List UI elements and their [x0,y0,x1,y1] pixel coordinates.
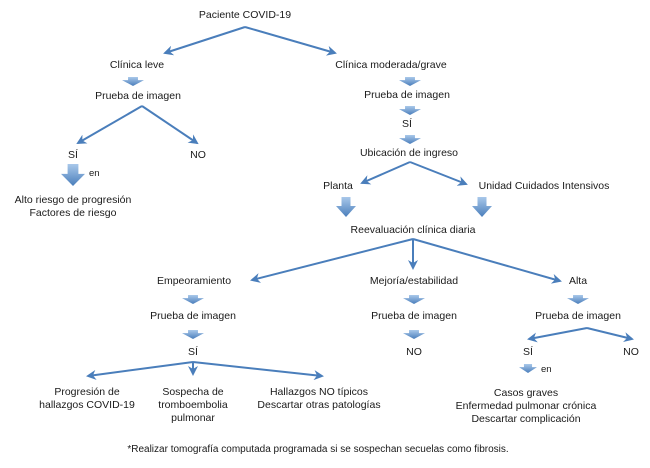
node-mild: Clínica leve [109,59,165,71]
node-improvement-imaging: Prueba de imagen [371,310,457,322]
arrow-root-to-mild [163,26,246,56]
block-arrow-discharge-yes-en [519,364,537,373]
arrow-root-to-moderate [244,26,337,56]
arrow-mild-imaging-to-no [141,105,199,145]
mild-yes-case: Factores de riesgo [29,207,117,219]
worsening-outcome: Descartar otras patologías [257,399,381,411]
node-discharge-no: NO [623,346,639,358]
worsening-outcome: pulmonar [171,412,215,424]
node-moderate-yes: SÍ [402,118,412,130]
block-arrow-yes-to-admission [399,135,421,144]
node-icu: Unidad Cuidados Intensivos [478,180,610,192]
en-label: en [89,168,100,179]
block-arrow-imaging-to-yes [399,106,421,115]
discharge-yes-case: Descartar complicación [471,413,581,425]
node-mild-yes: SÍ [68,149,78,161]
mild-yes-case: Alto riesgo de progresión [14,194,132,206]
block-arrow-moderate-to-imaging [399,77,421,86]
worsening-outcome: tromboembolia [158,399,228,411]
discharge-yes-case: Enfermedad pulmonar crónica [455,400,597,412]
node-worsening-imaging: Prueba de imagen [150,310,236,322]
node-moderate: Clínica moderada/grave [335,59,447,71]
worsening-outcome: Hallazgos NO típicos [269,386,369,398]
arrow-mild-imaging-to-yes [76,105,143,145]
node-ward: Planta [323,180,353,192]
block-arrow-ward-to-reeval [336,197,356,217]
node-worsening: Empeoramiento [156,275,232,287]
node-worsening-yes: SÍ [188,346,198,358]
discharge-yes-case: Casos graves [493,387,559,399]
footnote: *Realizar tomografía computada programad… [127,444,509,455]
arrow-worsening-yes-to-progression [86,361,194,380]
node-improvement-no: NO [406,346,422,358]
worsening-outcome: Progresión de [54,386,120,398]
arrow-discharge-imaging-to-yes [527,327,588,343]
block-arrow-discharge-to-imaging [567,295,589,304]
node-discharge: Alta [568,275,588,287]
worsening-outcome: Sospecha de [162,386,224,398]
arrow-admission-to-ward [360,161,411,185]
node-improvement: Mejoría/estabilidad [369,275,459,287]
node-discharge-yes: SÍ [523,346,533,358]
arrow-worsening-yes-to-atypical [192,361,324,381]
block-arrow-worsening-to-imaging [182,295,204,304]
node-daily-reeval: Reevaluación clínica diaria [350,224,476,236]
block-arrow-mild-to-imaging [122,77,144,86]
node-mild-no: NO [190,149,206,161]
arrow-admission-to-icu [409,161,468,186]
node-admission: Ubicación de ingreso [359,147,459,159]
node-moderate-imaging: Prueba de imagen [364,89,450,101]
node-root: Paciente COVID-19 [198,9,292,21]
block-arrow-improvement-imaging-to-no [403,330,425,339]
arrow-discharge-imaging-to-no [586,327,634,342]
en-label: en [541,364,552,375]
arrow-reeval-to-discharge [412,238,562,284]
block-arrow-mild-yes-en [61,164,85,186]
node-discharge-imaging: Prueba de imagen [535,310,621,322]
block-arrow-improvement-to-imaging [403,295,425,304]
worsening-outcome: hallazgos COVID-19 [39,399,135,411]
node-mild-imaging: Prueba de imagen [95,90,181,102]
block-arrow-icu-to-reeval [472,197,492,217]
block-arrow-worsening-imaging-to-yes [182,330,204,339]
arrow-reeval-to-worsening [250,238,414,283]
